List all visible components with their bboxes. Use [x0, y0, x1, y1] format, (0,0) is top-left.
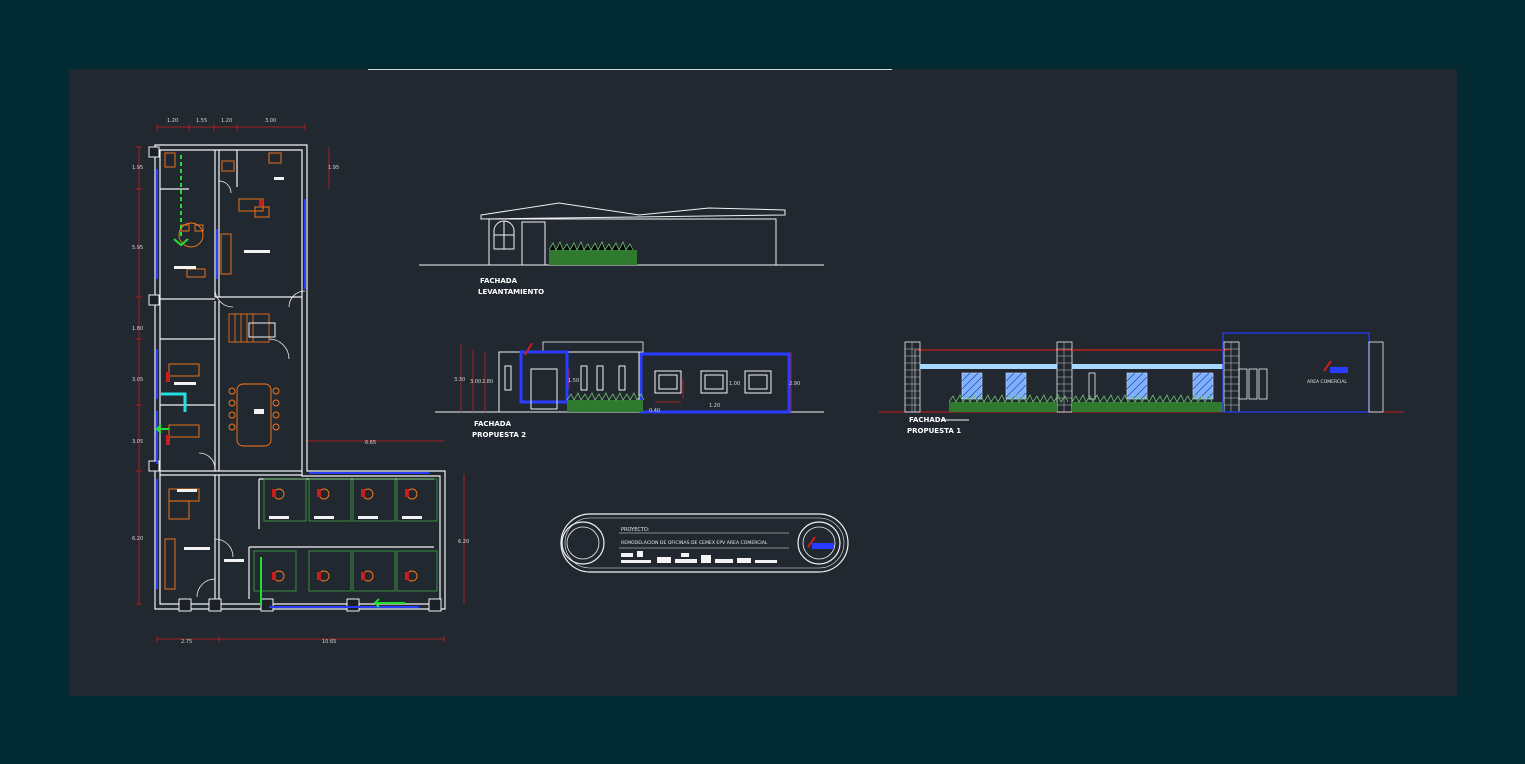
door [521, 221, 546, 266]
title-block-logo [807, 536, 816, 548]
floor-plan: 1.20 1.55 1.20 3.00 1.95 5.95 1.80 3.05 … [132, 118, 469, 645]
dim-left-5: 3.05 [132, 439, 143, 445]
workstations [253, 478, 438, 592]
dim-left-1: 1.95 [132, 165, 143, 171]
logo-mark [1323, 360, 1332, 372]
exterior-wall-inner [159, 149, 441, 605]
exterior-wall-outer [154, 144, 446, 610]
dim-left-2: 5.95 [132, 245, 143, 251]
drawing-sheet: 1.20 1.55 1.20 3.00 1.95 5.95 1.80 3.05 … [69, 69, 1457, 696]
sign-text: AREA COMERCIAL [1307, 379, 1347, 385]
door-swing [214, 288, 234, 308]
hatched-window [961, 372, 1214, 400]
planter [549, 250, 637, 265]
elev2-dim-2: 3.00 [470, 379, 481, 385]
elev2-dim-1: 3.30 [454, 377, 465, 383]
elev2-dim-3: 2.80 [482, 379, 493, 385]
dim-left-4: 3.05 [132, 377, 143, 383]
elevation-levantamiento: FACHADA LEVANTAMIENTO [419, 202, 824, 296]
glass-band [920, 364, 1057, 369]
dim-right-2: 6.20 [458, 539, 469, 545]
exit-signal [161, 392, 187, 412]
elev2-dim-6: 2.90 [789, 381, 800, 387]
elevation1-label-line2: LEVANTAMIENTO [478, 288, 544, 296]
elev2-dim-7: 1.20 [709, 403, 720, 409]
elevation1-label-line1: FACHADA [480, 277, 518, 285]
elevation-propuesta-2: 3.30 3.00 2.80 1.50 1.00 2.90 1.20 0.40 … [435, 341, 824, 439]
dim-wing: 6.65 [365, 440, 376, 446]
title-block: PROYECTO: REMODELACION DE OFICINAS DE CE… [560, 513, 849, 573]
elevation3-label-line1: FACHADA [909, 416, 947, 424]
blue-frame-facade [639, 352, 791, 414]
elevation3-label-line2: PROPUESTA 1 [907, 427, 961, 435]
dim-right-1: 1.95 [328, 165, 339, 171]
elevation2-label-line2: PROPUESTA 2 [472, 431, 526, 439]
arched-window [493, 220, 515, 250]
elev2-dim-8: 0.40 [649, 408, 660, 414]
evacuation-route [155, 155, 405, 608]
dim-top-4: 3.00 [265, 118, 276, 124]
title-block-project: REMODELACION DE OFICINAS DE CEMEX EPV AR… [621, 540, 768, 546]
elev2-dim-5: 1.00 [729, 381, 740, 387]
title-block-label: PROYECTO: [621, 527, 650, 533]
elevation-propuesta-1: AREA COMERCIAL FACHADA PROPUESTA 1 [879, 332, 1404, 435]
elevation2-label-line1: FACHADA [474, 420, 512, 428]
elev2-dim-4: 1.50 [568, 378, 579, 384]
furniture [164, 152, 282, 590]
dim-left-3: 1.80 [132, 326, 143, 332]
cad-drawing: 1.20 1.55 1.20 3.00 1.95 5.95 1.80 3.05 … [132, 69, 1404, 645]
dim-left-6: 6.20 [132, 536, 143, 542]
dim-top-3: 1.20 [221, 118, 232, 124]
dim-top-1: 1.20 [167, 118, 178, 124]
dim-bottom-1: 2.75 [181, 639, 192, 645]
dim-top-2: 1.55 [196, 118, 207, 124]
dim-bottom-2: 10.65 [322, 639, 336, 645]
